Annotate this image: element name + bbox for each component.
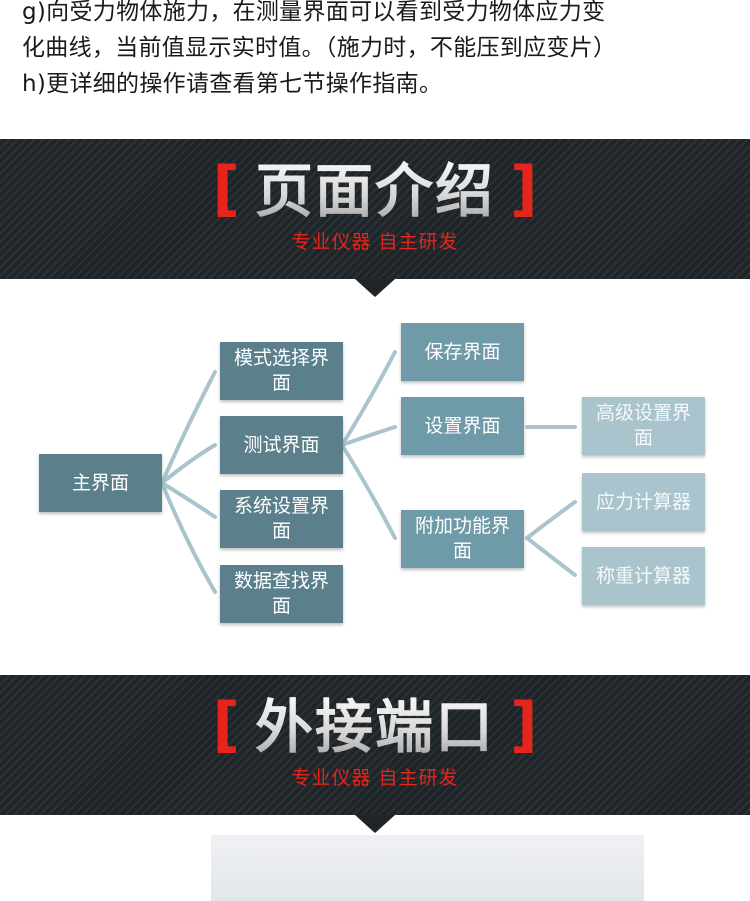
banner-subtitle: 专业仪器 自主研发 [291, 767, 459, 789]
banner-title: 外接端口 [255, 689, 495, 765]
node-advanced-settings: 高级设置界面 [582, 397, 705, 455]
connector-test-save [340, 350, 397, 447]
node-extra-functions: 附加功能界面 [401, 510, 524, 568]
banner-title: 页面介绍 [255, 153, 495, 229]
connector-test-extra [340, 443, 397, 540]
node-weighing-calculator: 称重计算器 [582, 547, 705, 605]
connector-root-search [160, 481, 217, 594]
bracket-left: [ [212, 154, 240, 224]
intro-line-2: 化曲线，当前值显示实时值。（施力时，不能压到应变片） [22, 35, 617, 61]
connector-test-settings [340, 425, 397, 447]
connector-extra-stress [525, 500, 577, 540]
banner-title-wrap: [ 页面介绍 ] [0, 153, 750, 233]
node-settings: 设置界面 [401, 397, 524, 455]
bracket-right: ] [510, 154, 538, 224]
intro-text: g)向受力物体施力，在测量界面可以看到受力物体应力变 化曲线，当前值显示实时值。… [22, 0, 737, 102]
bracket-left: [ [212, 690, 240, 760]
bracket-right: ] [510, 690, 538, 760]
banner-subtitle: 专业仪器 自主研发 [291, 231, 459, 253]
diagram-connectors [160, 350, 577, 594]
node-system-settings: 系统设置界面 [220, 490, 343, 548]
page-intro-banner: [ 页面介绍 ] 专业仪器 自主研发 [0, 139, 750, 297]
connector-root-system [160, 481, 217, 519]
node-main: 主界面 [39, 454, 162, 512]
connector-root-test [160, 443, 217, 485]
node-save: 保存界面 [401, 323, 524, 381]
node-test: 测试界面 [220, 416, 343, 474]
node-data-search: 数据查找界面 [220, 565, 343, 623]
external-ports-banner: [ 外接端口 ] 专业仪器 自主研发 [0, 675, 750, 833]
node-stress-calculator: 应力计算器 [582, 473, 705, 531]
connector-extra-weigh [525, 536, 577, 577]
node-mode-select: 模式选择界面 [220, 342, 343, 400]
banner-pointer [355, 279, 395, 297]
banner-title-wrap: [ 外接端口 ] [0, 689, 750, 769]
banner-pointer [355, 815, 395, 833]
page-structure-diagram: 主界面 模式选择界面 测试界面 系统设置界面 数据查找界面 保存界面 设置界面 … [0, 280, 750, 675]
connector-root-mode [160, 370, 217, 485]
intro-line-3: h)更详细的操作请查看第七节操作指南。 [22, 71, 443, 97]
device-photo-placeholder [211, 835, 644, 901]
intro-line-1: g)向受力物体施力，在测量界面可以看到受力物体应力变 [22, 0, 606, 25]
